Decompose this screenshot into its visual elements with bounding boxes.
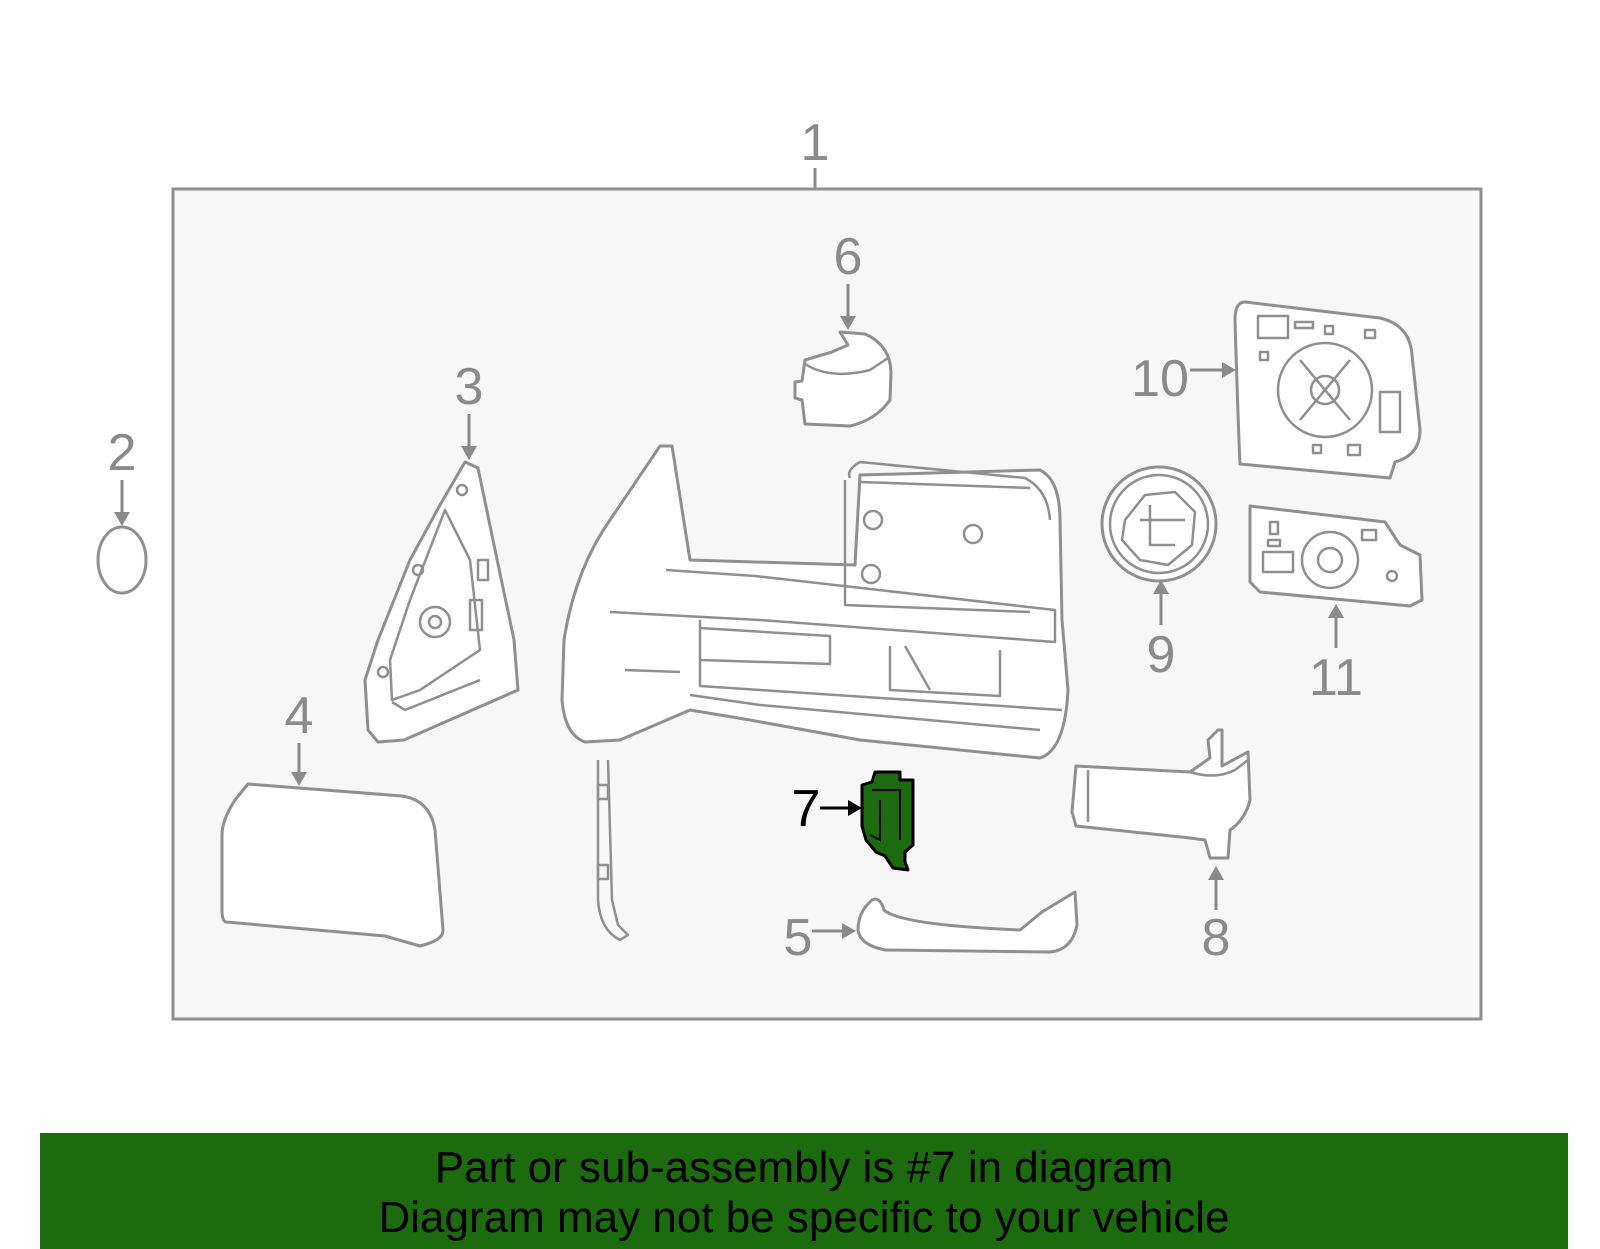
part-6-cap[interactable] [793, 330, 893, 428]
leader-7 [820, 800, 862, 816]
leader-2 [114, 480, 130, 526]
leader-11 [1328, 604, 1344, 648]
part-2-seal[interactable] [96, 525, 148, 595]
part-3-back-plate[interactable] [363, 460, 520, 744]
callout-4: 4 [285, 687, 314, 745]
banner-line-2: Diagram may not be specific to your vehi… [378, 1193, 1230, 1242]
leader-5 [812, 923, 856, 939]
callout-8: 8 [1202, 909, 1231, 967]
leader-9 [1153, 580, 1169, 625]
callout-9: 9 [1147, 626, 1176, 684]
part-9-actuator[interactable] [1100, 465, 1218, 583]
leader-3 [461, 414, 477, 460]
callout-11: 11 [1309, 649, 1363, 707]
part-10-mirror-glass[interactable] [1233, 300, 1422, 480]
callout-1: 1 [801, 114, 830, 172]
callout-10: 10 [1131, 350, 1189, 408]
callout-5: 5 [784, 909, 813, 967]
part-11-glass-module[interactable] [1248, 504, 1424, 608]
part-7-bracket-highlighted[interactable] [860, 770, 915, 872]
part-5-trim[interactable] [856, 890, 1079, 954]
callout-7: 7 [792, 780, 821, 838]
part-8-side-trim[interactable] [1070, 728, 1252, 860]
callout-3: 3 [455, 358, 484, 416]
leader-6 [840, 284, 856, 330]
callout-6: 6 [834, 228, 863, 286]
leader-8 [1208, 866, 1224, 910]
banner-line-1: Part or sub-assembly is #7 in diagram [434, 1143, 1174, 1192]
leader-10 [1190, 362, 1236, 378]
leader-4 [291, 743, 307, 786]
mirror-assembly-body [560, 444, 1070, 942]
part-info-banner: Part or sub-assembly is #7 in diagram Di… [40, 1133, 1568, 1249]
callout-2: 2 [108, 424, 137, 482]
part-4-cover[interactable] [220, 782, 445, 948]
